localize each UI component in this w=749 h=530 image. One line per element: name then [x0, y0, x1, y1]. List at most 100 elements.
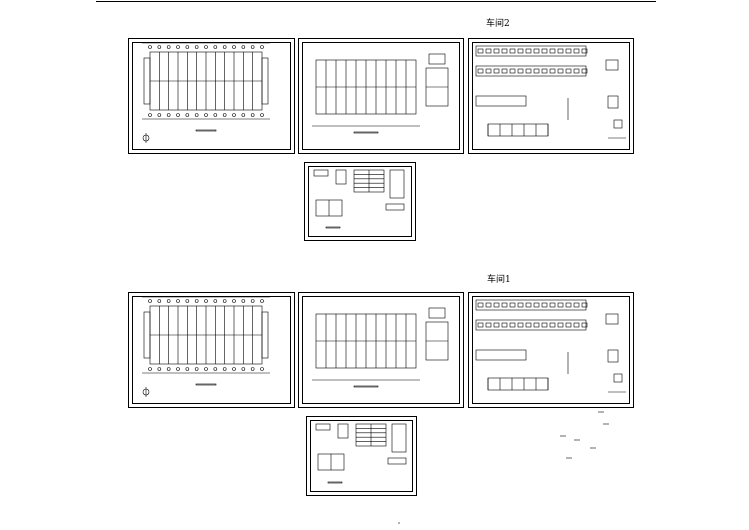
workshop-1-notes-sheet[interactable]: [306, 416, 417, 496]
elevation-window: [573, 302, 580, 308]
notes-title-block: [313, 169, 329, 177]
axis-bubble: [185, 367, 190, 371]
elevation-window: [525, 68, 532, 74]
axis-bubble: [260, 367, 264, 371]
notes-text-block: [337, 423, 349, 439]
axis-bubble: [241, 299, 246, 303]
elevation-window: [549, 302, 556, 308]
axis-bubble: [213, 113, 218, 117]
axis-bubble: [185, 299, 190, 303]
elevation-window: [557, 48, 564, 54]
roof-detail-small: [428, 53, 446, 65]
axis-bubble: [194, 299, 199, 303]
elevation-window: [525, 48, 532, 54]
axis-bubble: [222, 299, 227, 303]
axis-bubble: [157, 367, 162, 371]
elevation-window: [549, 48, 556, 54]
elevation-window: [477, 68, 484, 74]
title-underline: [325, 226, 341, 229]
elevation-window: [565, 302, 572, 308]
elevation-window: [517, 302, 524, 308]
axis-bubble: [204, 367, 208, 371]
detail-box: [613, 373, 623, 383]
elevation-window: [493, 322, 500, 328]
elevation-window: [533, 68, 540, 74]
axis-bubble: [185, 45, 190, 49]
elevation-window: [565, 68, 572, 74]
notes-text-column: [389, 169, 405, 199]
detail-box: [613, 119, 623, 129]
section-view: [487, 377, 549, 391]
axis-bubble: [222, 367, 227, 371]
floor-plan-annex: [143, 57, 151, 105]
elevation-window: [573, 322, 580, 328]
elevation-window: [541, 302, 548, 308]
elevation-window: [477, 48, 484, 54]
elevation-window: [525, 322, 532, 328]
notes-title-block: [315, 423, 331, 431]
detail-box: [605, 313, 619, 325]
workshop-2-roof-plan-sheet[interactable]: [298, 38, 464, 154]
notes-small-block: [387, 457, 407, 465]
axis-bubble: [194, 367, 199, 371]
axis-bubble: [148, 367, 152, 371]
axis-bubble: [185, 113, 190, 117]
elevation-window: [581, 68, 588, 74]
elevation-facade: [475, 45, 587, 57]
detail-box: [607, 95, 619, 109]
axis-bubble: [148, 299, 152, 303]
detail-box: [607, 349, 619, 363]
workshop-1-floor-plan-sheet[interactable]: [128, 292, 295, 408]
axis-bubble: [213, 299, 218, 303]
elevation-window: [485, 68, 492, 74]
notes-text-block: [335, 169, 347, 185]
elevation-window: [493, 48, 500, 54]
elevation-window: [541, 68, 548, 74]
axis-bubble: [232, 113, 236, 117]
workshop-1-label: 车间1: [487, 275, 511, 285]
elevation-window: [493, 302, 500, 308]
elevation-window: [517, 48, 524, 54]
axis-bubble: [157, 113, 162, 117]
title-underline: [353, 385, 379, 388]
elevation-window: [565, 322, 572, 328]
axis-bubble: [166, 367, 171, 371]
axis-bubble: [241, 367, 246, 371]
section-view: [487, 123, 549, 137]
elevation-window: [533, 48, 540, 54]
workshop-1-roof-plan-sheet[interactable]: [298, 292, 464, 408]
axis-bubble: [176, 367, 180, 371]
elevation-window: [581, 322, 588, 328]
elevation-window: [501, 322, 508, 328]
elevation-window: [533, 322, 540, 328]
axis-bubble: [176, 113, 180, 117]
axis-bubble: [213, 367, 218, 371]
elevation-window: [573, 48, 580, 54]
axis-bubble: [166, 45, 171, 49]
floor-plan-annex: [143, 311, 151, 359]
axis-bubble: [204, 45, 208, 49]
axis-bubble: [250, 113, 255, 117]
elevation-facade: [475, 65, 587, 77]
axis-bubble: [166, 299, 171, 303]
axis-bubble: [176, 299, 180, 303]
axis-bubble: [260, 299, 264, 303]
floor-plan-annex: [261, 57, 269, 105]
axis-bubble: [222, 113, 227, 117]
axis-bubble: [148, 45, 152, 49]
axis-bubble: [241, 45, 246, 49]
axis-bubble: [250, 299, 255, 303]
elevation-window: [581, 302, 588, 308]
workshop-2-floor-plan-sheet[interactable]: [128, 38, 295, 154]
axis-bubble: [213, 45, 218, 49]
workshop-2-notes-sheet[interactable]: [304, 162, 416, 241]
axis-bubble: [260, 45, 264, 49]
axis-bubble: [148, 113, 152, 117]
axis-bubble: [166, 113, 171, 117]
axis-bubble: [260, 113, 264, 117]
elevation-window: [477, 302, 484, 308]
elevation-window: [485, 48, 492, 54]
title-underline: [327, 481, 343, 484]
elevation-window: [557, 322, 564, 328]
